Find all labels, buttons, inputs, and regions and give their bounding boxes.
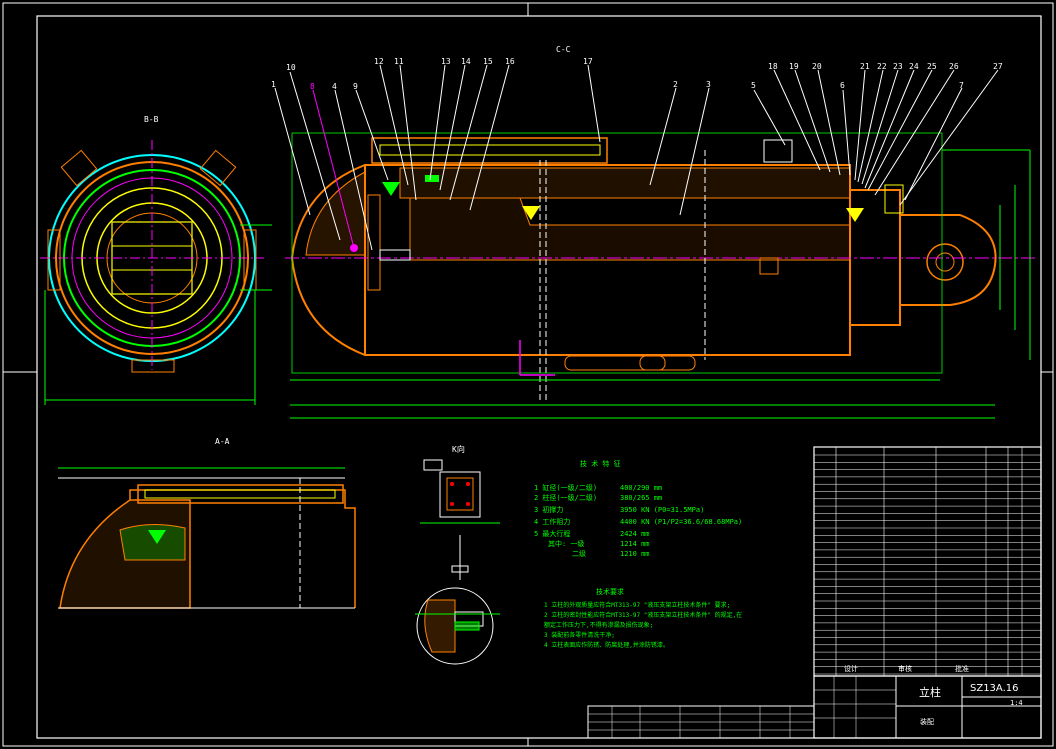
tech-param-5-value: 2424 mm [620,530,650,538]
balloon-22: 22 [877,62,887,71]
tech-param-1-label: 1 缸径(一级/二级) [534,483,597,492]
title-sub: 装配 [920,717,934,726]
view-label-bb: B-B [144,115,159,124]
balloon-11: 11 [394,57,404,66]
balloon-18: 18 [768,62,778,71]
balloon-7: 7 [959,81,964,90]
balloon-19: 19 [789,62,799,71]
balloon-16: 16 [505,57,515,66]
tech-param-3-label: 3 初撑力 [534,505,563,514]
tech-req-line-1: 1 立柱的外观质量应符合MT313-97 "液压支架立柱技术条件" 要求; [544,601,730,609]
view-label-aa: A-A [215,437,230,446]
title-row-label-2: 审核 [898,664,912,673]
balloon-3: 3 [706,80,711,89]
balloon-23: 23 [893,62,903,71]
tech-param-7-value: 1210 mm [620,550,650,558]
inner-frame [36,15,1042,739]
tech-params-title: 技 术 特 征 [580,459,621,468]
tech-param-4-label: 4 工作阻力 [534,517,570,526]
tech-param-4-value: 4400 KN (P1/P2=36.6/68.68MPa) [620,518,742,526]
tech-req-line-4: 3 装配前各零件清洗干净; [544,631,615,639]
section-aa: A-A [58,437,356,609]
balloon-4: 4 [332,82,337,91]
balloon-13: 13 [441,57,451,66]
part-name: 立柱 [919,685,941,699]
balloon-20: 20 [812,62,822,71]
balloon-14: 14 [461,57,471,66]
balloon-6: 6 [840,81,845,90]
balloon-9: 9 [353,82,358,91]
title-row-label-1: 设计 [844,664,858,673]
balloon-21: 21 [860,62,870,71]
tech-param-6-value: 1214 mm [620,540,650,548]
tech-req-line-2: 2 立柱的密封性能应符合MT313-97 "液压支架立柱技术条件" 的规定,在 [544,611,742,619]
tech-params-block: 技 术 特 征 1 缸径(一级/二级) 400/290 mm 2 柱径(一级/二… [534,459,742,558]
scale-value: 1:4 [1010,699,1023,707]
balloon-25: 25 [927,62,937,71]
tech-req-title: 技术要求 [596,587,624,596]
detail-circle [415,587,500,665]
title-row-label-3: 批准 [955,664,969,673]
drawing-number: SZ13A.16 [970,683,1019,694]
balloon-12: 12 [374,57,384,66]
balloon-26: 26 [949,62,959,71]
parts-list-table: 设计 审核 批准 [813,446,1042,677]
revision-block [587,705,815,739]
tech-req-line-5: 4 立柱表面应作防锈、防腐处理,并涂防锈漆。 [544,641,669,649]
tech-param-3-value: 3950 KN (P0=31.5MPa) [620,506,704,514]
view-label-k: K向 [452,444,465,454]
balloon-8: 8 [310,82,315,91]
balloon-2: 2 [673,80,678,89]
tech-param-7-label: 二级 [572,549,586,558]
view-k: K向 [420,444,500,580]
balloon-27: 27 [993,62,1003,71]
tech-param-1-value: 400/290 mm [620,484,662,492]
section-cc: C-C [285,45,1035,419]
tech-param-6-label: 其中: 一级 [548,539,584,548]
view-label-cc: C-C [556,45,571,54]
section-bb: B-B [40,115,272,405]
tech-param-2-value: 380/265 mm [620,494,662,502]
tech-requirements-block: 技术要求 1 立柱的外观质量应符合MT313-97 "液压支架立柱技术条件" 要… [544,587,742,649]
tech-req-line-3: 额定工作压力下,不得有渗漏及损伤现象; [544,621,653,629]
tech-param-5-label: 5 最大行程 [534,529,570,538]
balloon-5: 5 [751,81,756,90]
balloon-15: 15 [483,57,493,66]
balloon-24: 24 [909,62,919,71]
balloon-callouts: 1 10 8 4 9 12 11 13 14 15 16 17 2 3 5 18… [271,57,1003,251]
balloon-1: 1 [271,80,276,89]
title-block: 立柱 SZ13A.16 1:4 装配 [813,675,1042,739]
balloon-17: 17 [583,57,593,66]
tech-param-2-label: 2 柱径(一级/二级) [534,493,597,502]
balloon-10: 10 [286,63,296,72]
